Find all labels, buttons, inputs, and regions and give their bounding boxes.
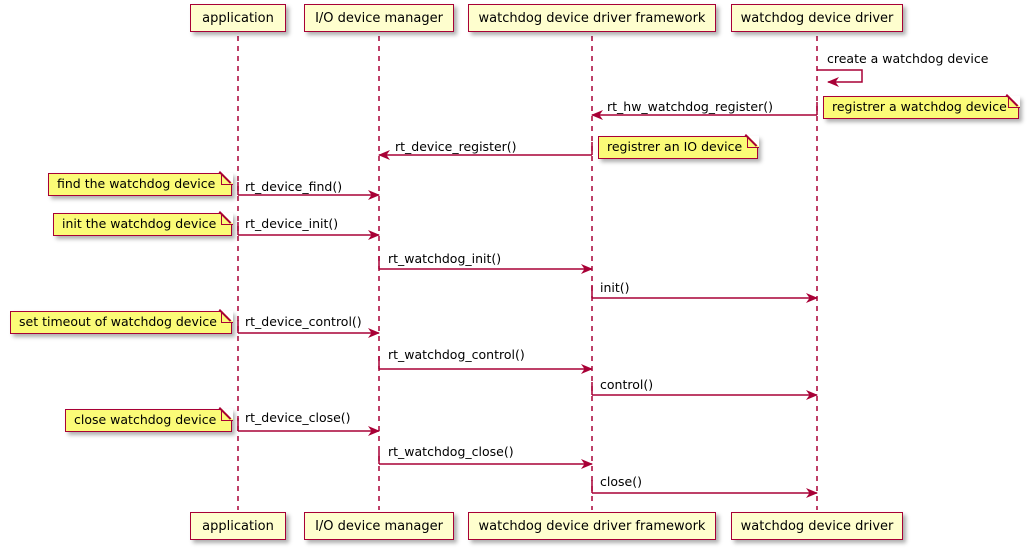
- message-arrow-create-a-watchdog-device: [817, 69, 863, 87]
- note-fold-corner-icon: [746, 135, 759, 148]
- message-label-rt-device-control: rt_device_control(): [245, 314, 362, 329]
- note-label: registrer an IO device: [607, 139, 743, 155]
- note-init-the-watchdog-device: init the watchdog device: [53, 212, 233, 236]
- note-label: close watchdog device: [74, 412, 217, 428]
- message-arrow-rt-device-init: [237, 222, 380, 240]
- message-arrow-rt-watchdog-control: [378, 356, 593, 374]
- note-fold-corner-icon: [220, 408, 233, 421]
- message-label-rt-device-find: rt_device_find(): [245, 179, 343, 194]
- note-registrer-a-watchdog-device: registrer a watchdog device: [823, 95, 1020, 119]
- participant-watchdog-driver-footer[interactable]: watchdog device driver: [731, 512, 903, 540]
- message-label-rt-watchdog-init: rt_watchdog_init(): [388, 251, 502, 266]
- note-fold-corner-icon: [1007, 95, 1020, 108]
- message-arrows-group: [237, 69, 863, 498]
- message-label-control: control(): [600, 377, 654, 392]
- note-fold-corner-icon: [220, 310, 233, 323]
- note-close-watchdog-device: close watchdog device: [65, 408, 233, 432]
- note-find-the-watchdog-device: find the watchdog device: [48, 172, 233, 196]
- message-arrow-rt-device-control: [237, 320, 380, 338]
- message-arrow-rt-device-register: [378, 142, 593, 160]
- message-arrow-close: [591, 480, 818, 498]
- message-label-rt-watchdog-close: rt_watchdog_close(): [388, 444, 514, 459]
- note-fold-corner-icon: [220, 172, 233, 185]
- message-label-create-a-watchdog-device: create a watchdog device: [827, 51, 989, 66]
- message-label-rt-device-init: rt_device_init(): [245, 216, 339, 231]
- participant-watchdog-framework-header[interactable]: watchdog device driver framework: [468, 4, 716, 32]
- participant-watchdog-driver-header[interactable]: watchdog device driver: [731, 4, 903, 32]
- message-label-rt-watchdog-control: rt_watchdog_control(): [388, 347, 525, 362]
- participant-application-header[interactable]: application: [190, 4, 286, 32]
- participant-application-footer[interactable]: application: [190, 512, 286, 540]
- message-label-rt-device-close: rt_device_close(): [245, 410, 351, 425]
- message-label-rt-hw-watchdog-register: rt_hw_watchdog_register(): [607, 99, 773, 114]
- message-label-close: close(): [600, 474, 642, 489]
- message-arrow-init: [591, 285, 818, 303]
- note-set-timeout-of-watchdog-device: set timeout of watchdog device: [10, 310, 233, 334]
- message-arrow-rt-device-close: [237, 418, 380, 436]
- message-label-init: init(): [600, 280, 630, 295]
- note-label: init the watchdog device: [62, 216, 217, 232]
- message-arrow-rt-device-find: [237, 182, 380, 200]
- note-fold-corner-icon: [220, 212, 233, 225]
- message-arrow-rt-watchdog-close: [378, 451, 593, 469]
- note-registrer-an-io-device: registrer an IO device: [598, 135, 759, 159]
- participant-watchdog-framework-footer[interactable]: watchdog device driver framework: [468, 512, 716, 540]
- message-label-rt-device-register: rt_device_register(): [395, 139, 517, 154]
- participant-io-device-manager-header[interactable]: I/O device manager: [304, 4, 454, 32]
- message-arrow-control: [591, 382, 818, 400]
- note-label: registrer a watchdog device: [832, 99, 1007, 115]
- message-arrow-rt-hw-watchdog-register: [591, 102, 818, 120]
- message-arrow-rt-watchdog-init: [378, 256, 593, 274]
- note-label: find the watchdog device: [57, 176, 216, 192]
- participant-io-device-manager-footer[interactable]: I/O device manager: [304, 512, 454, 540]
- note-label: set timeout of watchdog device: [19, 314, 217, 330]
